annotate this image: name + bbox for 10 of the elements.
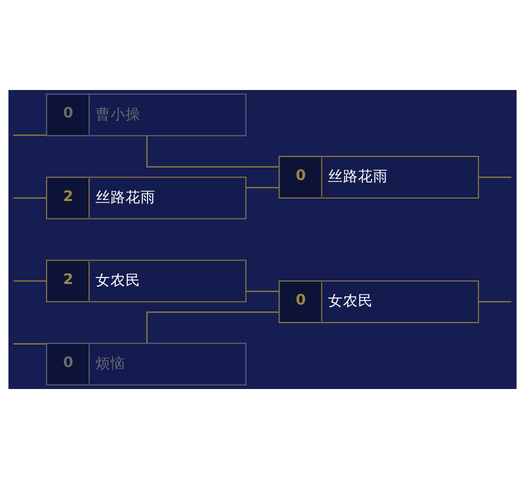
connector xyxy=(478,176,512,178)
connector xyxy=(13,197,46,199)
connector xyxy=(13,134,46,136)
connector xyxy=(146,312,279,344)
connector xyxy=(13,343,46,344)
connector xyxy=(246,290,279,292)
connector xyxy=(478,301,512,302)
connector xyxy=(13,280,46,282)
connector xyxy=(246,186,279,188)
connector xyxy=(146,136,279,168)
